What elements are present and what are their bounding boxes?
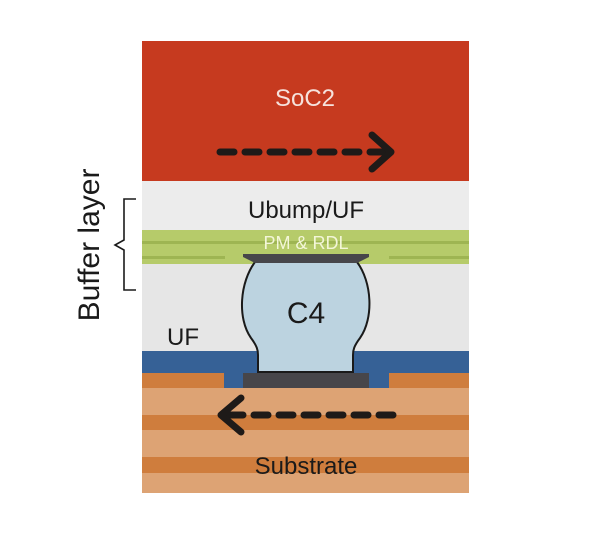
bottom-pad <box>243 373 369 388</box>
c4-bump <box>241 261 371 373</box>
ubump-label: Ubump/UF <box>248 197 364 224</box>
uf-label: UF <box>167 324 199 351</box>
substrate-flow-arrow <box>217 394 397 436</box>
substrate-stripe-1-left <box>142 373 224 388</box>
soc-flow-arrow <box>216 131 395 173</box>
substrate-stripe-3 <box>142 457 469 473</box>
top-pad <box>243 254 369 263</box>
soc-label: SoC2 <box>275 85 335 112</box>
substrate-stripe-1-right <box>389 373 469 388</box>
pm-rdl-label: PM & RDL <box>263 233 348 253</box>
substrate-arrow-head <box>217 394 245 436</box>
buffer-layer-bracket <box>113 198 136 291</box>
substrate-label: Substrate <box>255 453 358 480</box>
pm-rdl-stripe-upper <box>142 241 469 244</box>
soc-arrow-head <box>368 131 395 173</box>
ubump-layer <box>142 181 469 230</box>
soc-layer <box>142 41 469 181</box>
pm-rdl-stripe-lower-right <box>389 256 469 259</box>
pm-rdl-stripe-lower-left <box>142 256 225 259</box>
c4-label: C4 <box>287 297 325 330</box>
buffer-layer-label: Buffer layer <box>73 169 106 322</box>
